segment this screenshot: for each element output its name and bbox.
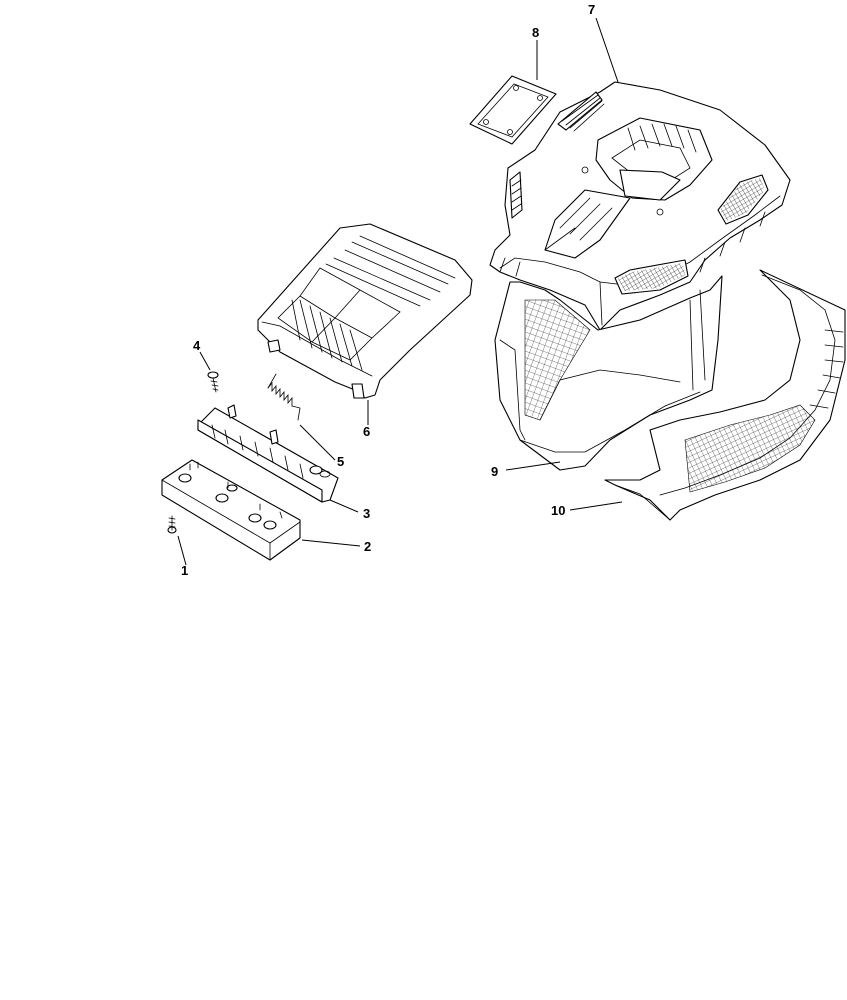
part-10-bag-panel [604, 269, 846, 521]
callout-4: 4 [193, 338, 201, 353]
part-3-hinge-bar [197, 404, 339, 503]
leader-lines [177, 17, 623, 566]
part-5-spring [267, 373, 301, 421]
part-1-screw [167, 515, 177, 534]
callout-5: 5 [337, 454, 344, 469]
callout-2: 2 [364, 539, 371, 554]
callout-3: 3 [363, 506, 370, 521]
part-6-deflector [257, 223, 473, 399]
callout-10: 10 [551, 503, 565, 518]
part-7-top-cover [489, 81, 791, 331]
part-4-screw [207, 371, 219, 393]
part-9-catcher-frame [494, 275, 723, 471]
callout-8: 8 [532, 25, 539, 40]
callout-7: 7 [588, 2, 595, 17]
callout-labels: 1 2 3 4 5 6 7 8 9 10 [181, 2, 595, 578]
callout-9: 9 [491, 464, 498, 479]
part-2-base-block [161, 459, 301, 561]
callout-1: 1 [181, 563, 188, 578]
callout-6: 6 [363, 424, 370, 439]
part-8-plate [469, 75, 557, 145]
